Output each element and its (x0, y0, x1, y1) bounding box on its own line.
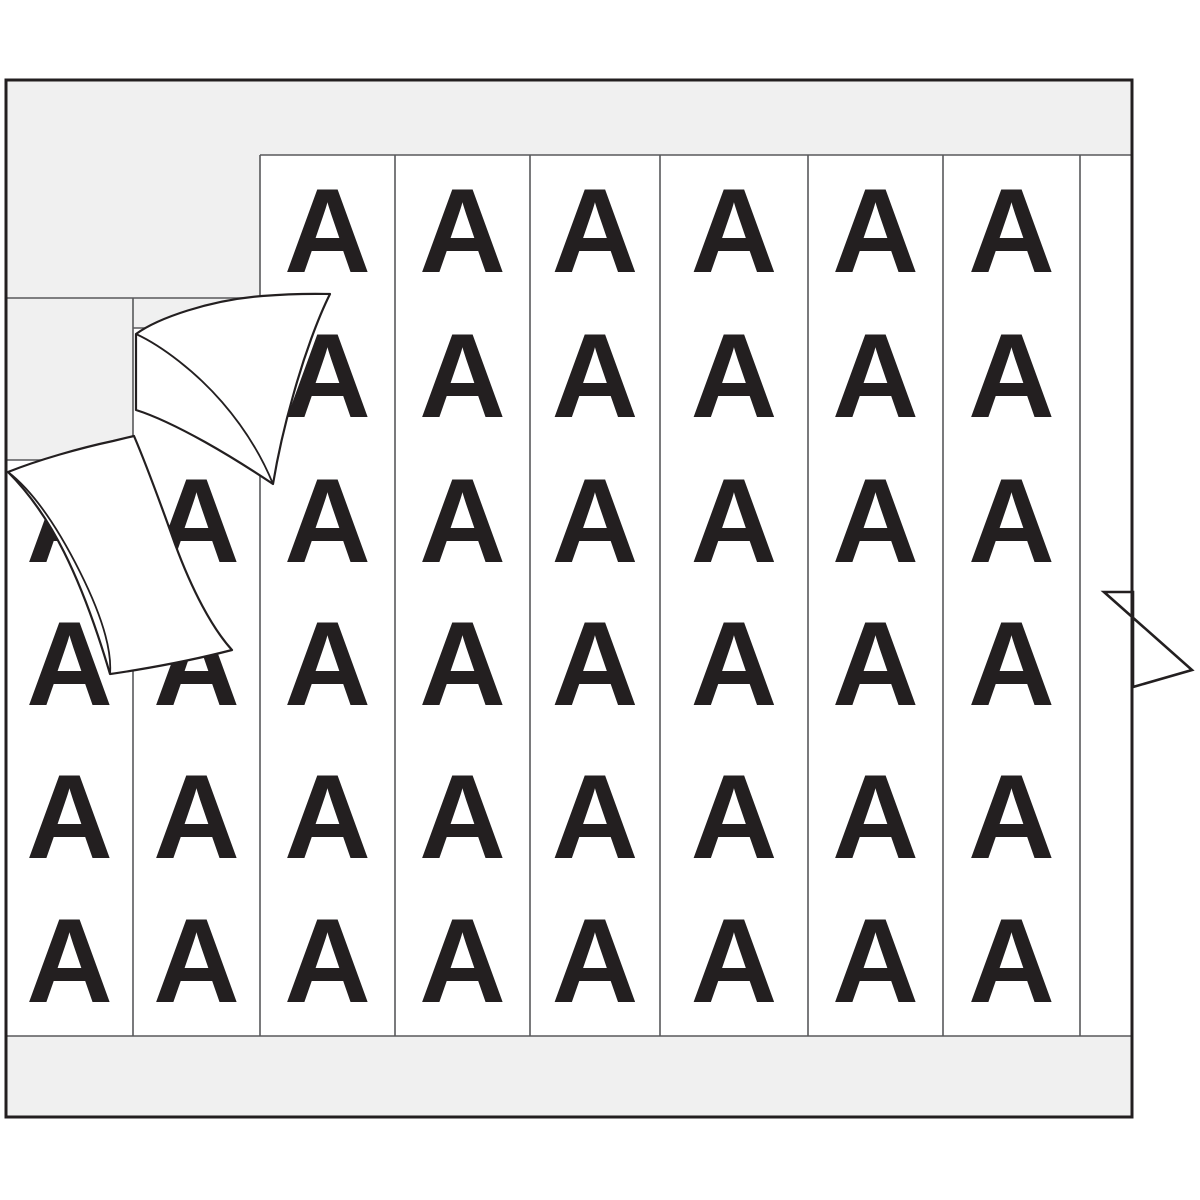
label-letter-A[interactable]: A (284, 894, 371, 1028)
label-letter-A[interactable]: A (284, 164, 371, 298)
label-letter-A[interactable]: A (26, 894, 113, 1028)
label-letter-A[interactable]: A (419, 454, 506, 588)
peeled-label-lower[interactable] (6, 434, 234, 676)
label-letter-A[interactable]: A (832, 164, 919, 298)
label-letter-A[interactable]: A (691, 309, 778, 443)
label-letter-A[interactable]: A (968, 894, 1055, 1028)
label-letter-A[interactable]: A (284, 454, 371, 588)
label-letter-A[interactable]: A (419, 309, 506, 443)
label-letter-A[interactable]: A (832, 597, 919, 731)
label-letter-A[interactable]: A (691, 164, 778, 298)
label-letter-A[interactable]: A (419, 164, 506, 298)
label-letter-A[interactable]: A (968, 454, 1055, 588)
peeled-label-lower-curl-edge (7, 471, 112, 675)
liner-bottom-band (6, 1036, 1132, 1117)
liner-left-upper-block (6, 155, 260, 298)
peeled-label-upper[interactable] (134, 292, 332, 486)
peeled-label-lower-surface (6, 434, 234, 676)
label-letter-A[interactable]: A (419, 597, 506, 731)
peeled-label-upper-curl-edge (135, 333, 274, 485)
label-letter-A[interactable]: A (284, 750, 371, 884)
label-letter-A[interactable]: A (968, 164, 1055, 298)
label-letter-A[interactable]: A (968, 597, 1055, 731)
liner-col1-block (6, 298, 133, 460)
label-letter-A[interactable]: A (968, 309, 1055, 443)
label-letter-A[interactable]: A (552, 309, 639, 443)
label-letter-A[interactable]: A (26, 750, 113, 884)
label-letter-A[interactable]: A (691, 454, 778, 588)
label-letter-A[interactable]: A (153, 750, 240, 884)
label-letter-A[interactable]: A (552, 894, 639, 1028)
label-letter-A[interactable]: A (832, 454, 919, 588)
label-letter-A[interactable]: A (153, 894, 240, 1028)
label-letter-A[interactable]: A (552, 750, 639, 884)
label-letter-A[interactable]: A (419, 750, 506, 884)
label-letter-A[interactable]: A (284, 597, 371, 731)
label-letter-A[interactable]: A (552, 164, 639, 298)
liner-top-band (6, 80, 1132, 155)
sheet-outer-border (4, 78, 1134, 1119)
label-letter-A[interactable]: A (832, 894, 919, 1028)
label-letter-A[interactable]: A (552, 597, 639, 731)
label-letter-A[interactable]: A (691, 894, 778, 1028)
label-letter-A[interactable]: A (419, 894, 506, 1028)
label-letter-A[interactable]: A (968, 750, 1055, 884)
peeled-label-upper-surface (134, 292, 332, 486)
label-letter-A[interactable]: A (832, 309, 919, 443)
label-letter-A[interactable]: A (691, 750, 778, 884)
label-letter-A[interactable]: A (691, 597, 778, 731)
label-letter-A[interactable]: A (832, 750, 919, 884)
label-letter-A[interactable]: A (552, 454, 639, 588)
